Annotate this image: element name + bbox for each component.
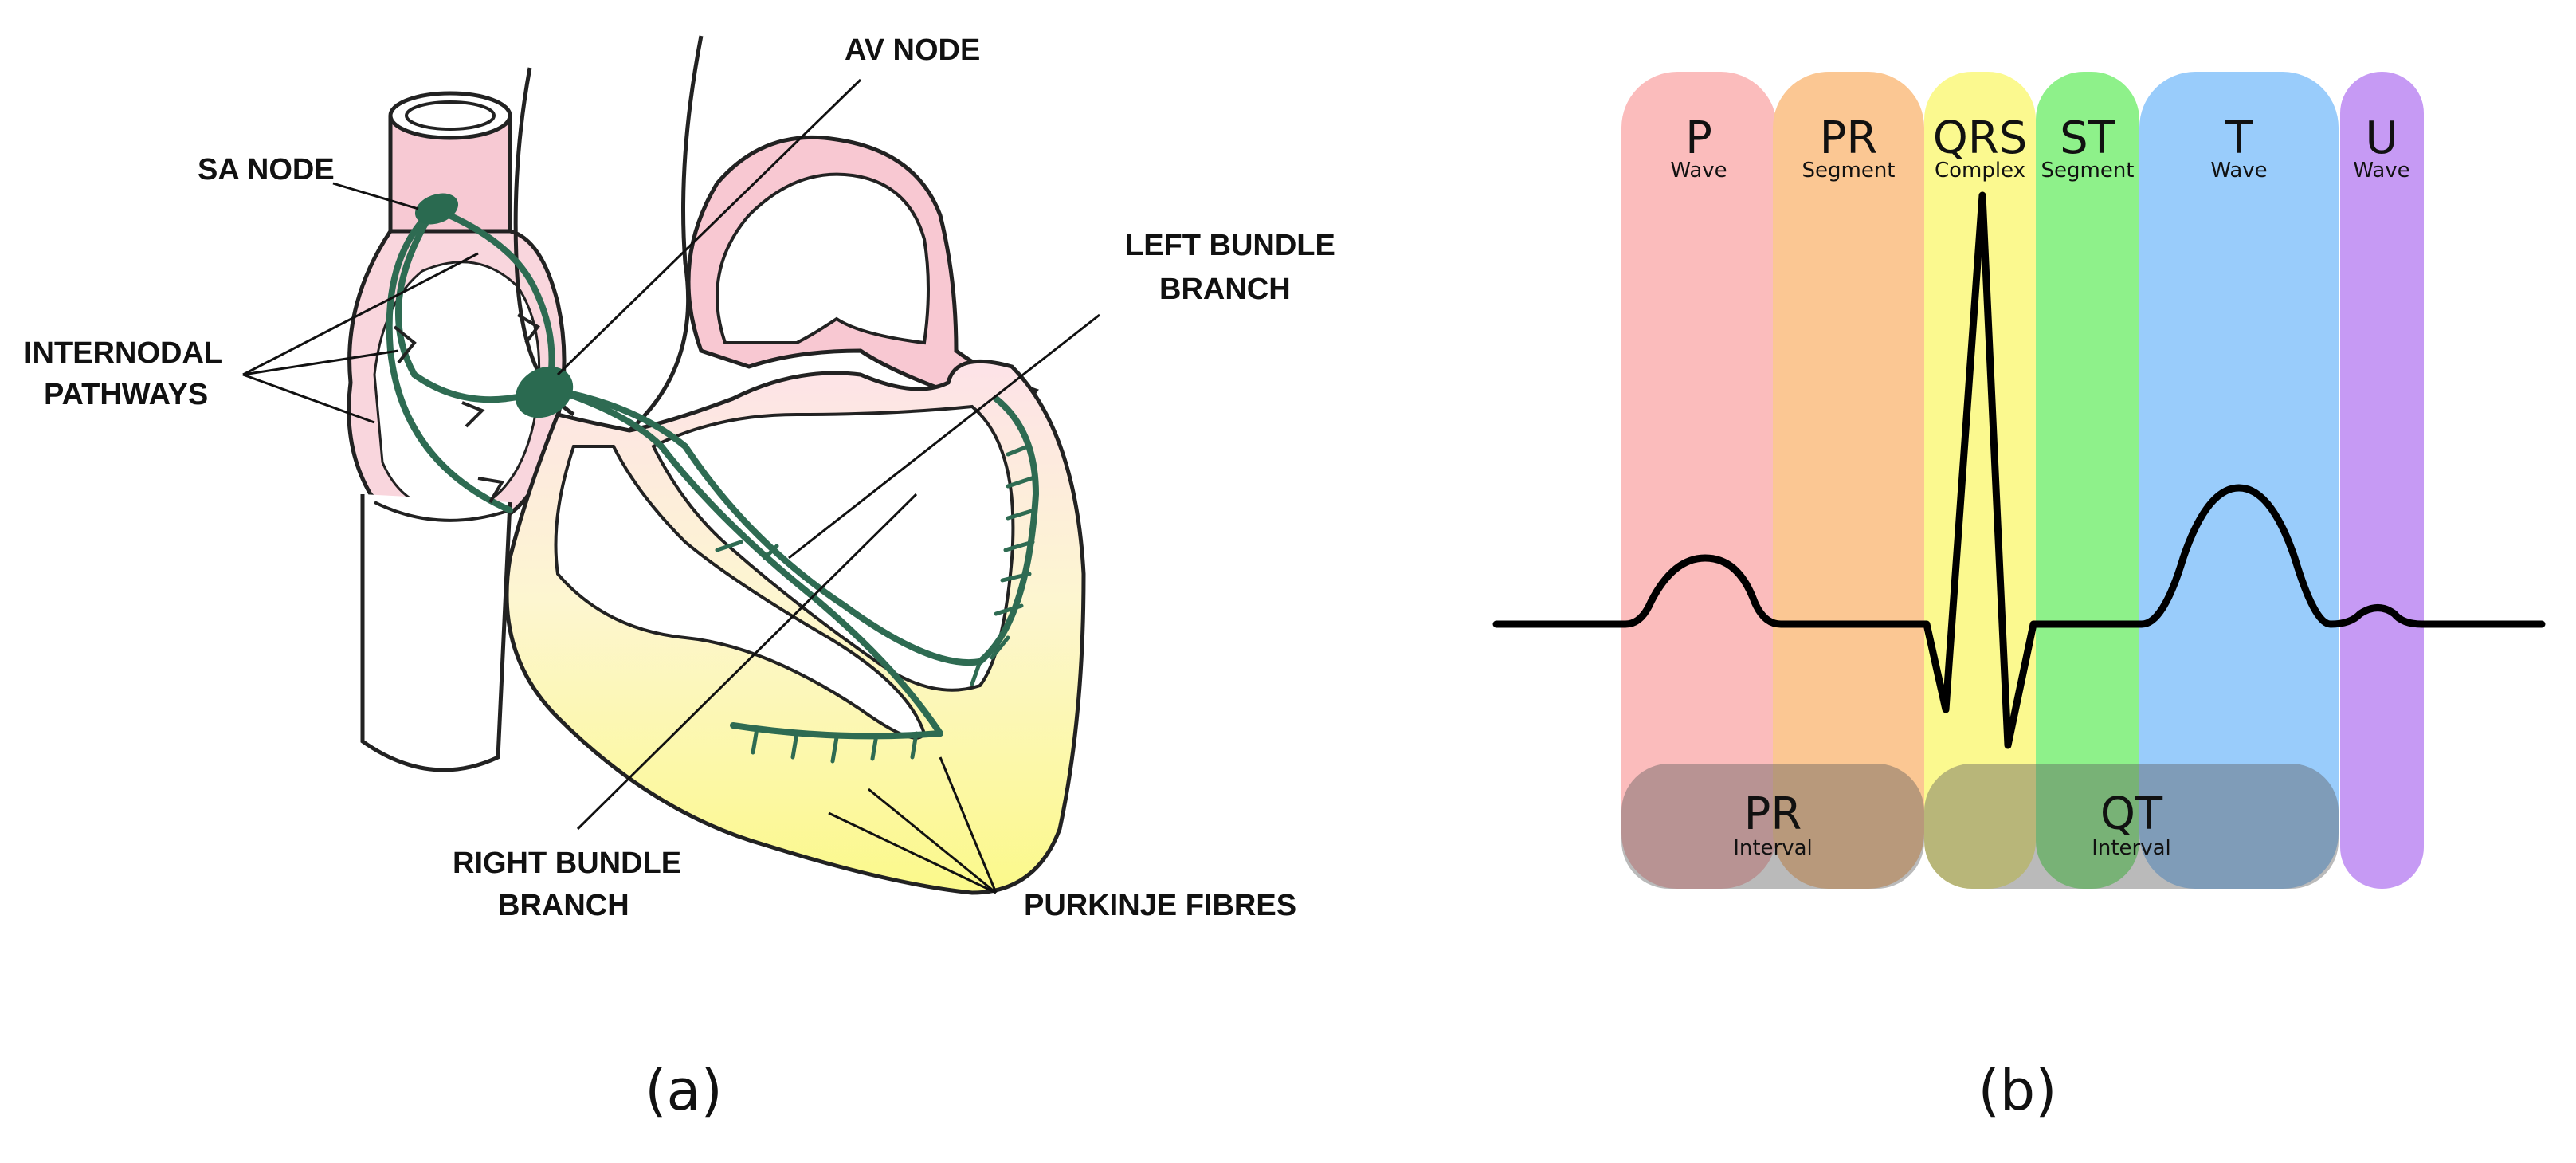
segment-sub-st: Segment xyxy=(2041,159,2135,183)
segment-sub-qrs: Complex xyxy=(1935,159,2025,183)
caption-a: (a) xyxy=(645,1058,723,1123)
segment-sub-pr: Segment xyxy=(1802,159,1896,183)
interval-band-qt xyxy=(1924,764,2339,889)
label-av-node: AV NODE xyxy=(845,33,980,67)
segment-label-pr: PR xyxy=(1820,112,1878,164)
label-left-bundle-line1: LEFT BUNDLE xyxy=(1125,229,1335,262)
segment-column-st xyxy=(2036,72,2139,889)
label-right-bundle-line1: RIGHT BUNDLE xyxy=(453,847,681,880)
segment-column-t xyxy=(2139,72,2339,889)
segment-label-t: T xyxy=(2225,112,2253,164)
av-node xyxy=(515,366,574,418)
label-right-bundle-line2: BRANCH xyxy=(498,889,629,922)
interval-label-pr: PR xyxy=(1744,788,1802,840)
heart-diagram: SA NODE AV NODE INTERNODAL PATHWAYS LEFT… xyxy=(24,33,1335,922)
label-internodal-line2: PATHWAYS xyxy=(44,378,208,411)
segment-column-pr xyxy=(1773,72,1924,889)
label-internodal-line1: INTERNODAL xyxy=(24,336,222,370)
purkinje-fibres xyxy=(715,444,1037,764)
segment-sub-u: Wave xyxy=(2353,159,2409,183)
segment-label-p: P xyxy=(1685,112,1712,164)
interval-label-qt: QT xyxy=(2100,788,2163,840)
segment-label-u: U xyxy=(2366,112,2398,164)
ecg-trace xyxy=(1492,191,2546,749)
segment-label-qrs: QRS xyxy=(1933,112,2028,164)
label-leader-lines xyxy=(242,78,1100,894)
segment-column-p xyxy=(1621,72,1777,889)
inferior-vena-cava xyxy=(360,494,512,772)
segment-label-st: ST xyxy=(2060,112,2116,164)
caption-b: (b) xyxy=(1978,1058,2056,1123)
ecg-diagram: P Wave PR Segment QRS Complex ST Segment… xyxy=(1492,72,2546,889)
segment-sub-t: Wave xyxy=(2210,159,2267,183)
interval-sub-qt: Interval xyxy=(2092,836,2171,860)
label-sa-node: SA NODE xyxy=(198,153,335,187)
interval-band-pr xyxy=(1621,764,1924,889)
segment-sub-p: Wave xyxy=(1670,159,1727,183)
label-purkinje: PURKINJE FIBRES xyxy=(1024,889,1296,922)
segment-column-u xyxy=(2340,72,2424,889)
bundle-branches xyxy=(555,387,1040,740)
left-ventricle-chamber xyxy=(651,404,1015,692)
interval-sub-pr: Interval xyxy=(1733,836,1813,860)
label-left-bundle-line2: BRANCH xyxy=(1159,273,1291,306)
sa-node xyxy=(414,193,459,225)
